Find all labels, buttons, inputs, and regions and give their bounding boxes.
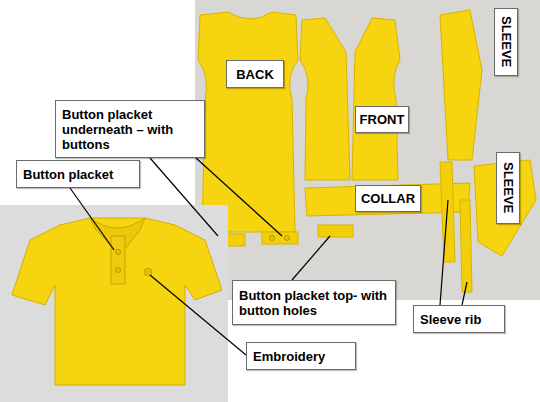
callout-text: Embroidery — [253, 349, 325, 364]
placket-piece — [318, 225, 353, 237]
front-piece — [352, 18, 400, 180]
callout-text: Sleeve rib — [420, 312, 481, 327]
shirt-placket — [111, 236, 125, 284]
part-label: SLEEVE — [494, 8, 518, 76]
back-piece — [198, 12, 298, 232]
callout-text: SLEEVE — [501, 162, 516, 213]
leader-line — [196, 158, 282, 236]
callout-text: SLEEVE — [499, 16, 514, 67]
leader-line — [150, 158, 218, 236]
callout-box: Button placket — [16, 160, 140, 188]
leader-line — [292, 236, 330, 280]
callout-text: Button placket top- with button holes — [239, 288, 389, 318]
part-label: COLLAR — [355, 185, 421, 212]
sleeve-piece — [440, 10, 482, 160]
callout-text: COLLAR — [361, 191, 415, 206]
photo-background — [195, 0, 540, 300]
button — [285, 236, 290, 241]
callout-box: Embroidery — [246, 342, 356, 370]
leader-line — [70, 188, 114, 250]
embroidery-mark — [144, 268, 152, 276]
part-label: BACK — [226, 60, 284, 88]
part-label: SLEEVE — [496, 152, 520, 224]
callout-box: Button placket underneath – with buttons — [55, 100, 205, 158]
sleeve-rib-piece — [460, 200, 472, 292]
button — [116, 268, 121, 273]
callout-text: BACK — [236, 67, 274, 82]
callout-text: Button placket — [23, 167, 113, 182]
leader-line — [462, 282, 467, 305]
sleeve-piece — [474, 160, 536, 256]
button — [270, 236, 275, 241]
shirt-body — [12, 218, 222, 385]
callout-text: FRONT — [360, 112, 405, 127]
callout-box: Sleeve rib — [413, 305, 505, 333]
callout-box: Button placket top- with button holes — [232, 280, 396, 325]
leader-line — [440, 200, 448, 305]
callout-text: Button placket underneath – with buttons — [62, 107, 198, 152]
front-piece — [300, 18, 350, 180]
button — [116, 250, 121, 255]
photo-background — [0, 205, 228, 402]
part-label: FRONT — [355, 106, 409, 133]
